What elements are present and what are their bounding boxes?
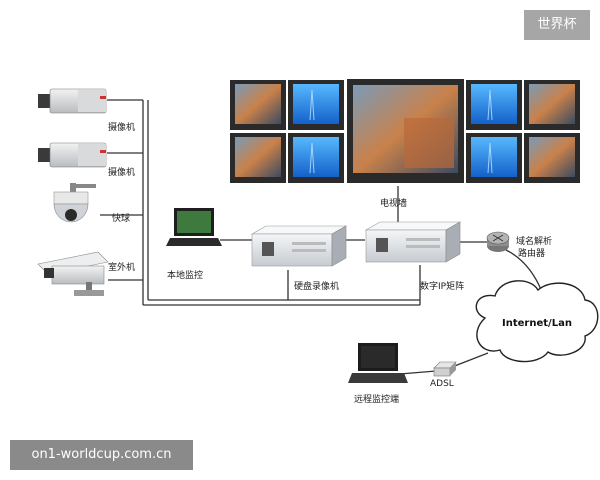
camera-label: 快球 — [112, 214, 131, 224]
server-icon — [250, 225, 348, 267]
modem-icon — [433, 361, 457, 377]
local-monitor-label: 本地监控 — [167, 271, 204, 281]
cloud-icon — [475, 280, 599, 363]
camera-label: 室外机 — [108, 263, 136, 273]
adsl-label: ADSL — [430, 379, 454, 389]
internet-label: Internet/Lan — [502, 318, 572, 329]
box-camera-icon — [38, 142, 107, 168]
ip-matrix-label: 数字IP矩阵 — [420, 282, 465, 292]
corner-tag: 世界杯 — [524, 10, 590, 40]
watermark: on1-worldcup.com.cn — [10, 440, 193, 470]
router-icon — [486, 231, 510, 252]
router-label: 域名解析 — [516, 237, 553, 247]
router-label: 路由器 — [518, 249, 546, 259]
server-icon — [364, 221, 462, 263]
laptop-icon — [166, 208, 222, 246]
camera-label: 摄像机 — [108, 168, 136, 178]
video-wall-label: 电视墙 — [380, 199, 408, 209]
connection-lines — [100, 99, 543, 375]
dome-camera-icon — [53, 183, 96, 223]
camera-label: 摄像机 — [108, 123, 136, 133]
remote-monitor-label: 远程监控端 — [354, 395, 400, 405]
laptop-icon — [348, 343, 408, 383]
box-camera-icon — [38, 88, 107, 114]
video-wall-graphic — [230, 79, 580, 183]
dvr-label: 硬盘录像机 — [294, 282, 340, 292]
outdoor-camera-icon — [37, 251, 109, 296]
